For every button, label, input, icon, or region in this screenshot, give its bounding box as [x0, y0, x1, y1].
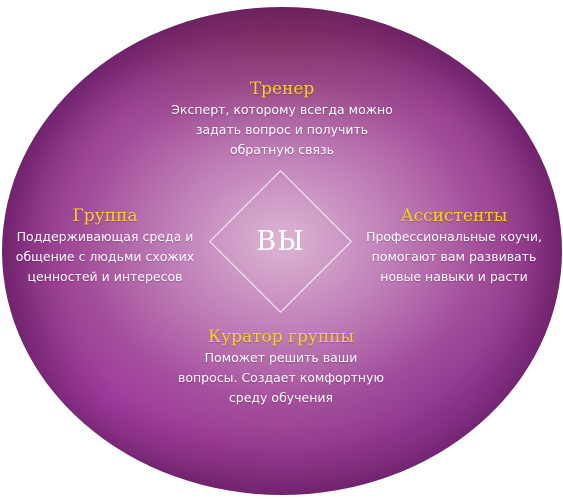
role-trainer: Тренер Эксперт, которому всегда можно за…	[150, 78, 414, 160]
role-title: Группа	[72, 206, 138, 226]
role-description-line: среду обучения	[228, 390, 334, 405]
role-group: Группа Поддерживающая среда и общение с …	[0, 205, 210, 287]
role-description-line: Эксперт, которому всегда можно	[171, 102, 393, 117]
role-assistants: Ассистенты Профессиональные коучи, помог…	[347, 205, 561, 287]
role-title: Ассистенты	[400, 206, 508, 226]
role-description-line: задать вопрос и получить	[195, 122, 369, 137]
role-group-curator: Куратор группы Поможет решить ваши вопро…	[146, 326, 416, 408]
role-description-line: новые навыки и расти	[380, 269, 528, 284]
role-description-line: Поддерживающая среда и	[16, 229, 194, 244]
role-description-line: общение с людьми схожих	[15, 249, 195, 264]
role-description-line: Профессиональные коучи,	[366, 229, 542, 244]
role-title: Тренер	[249, 79, 315, 99]
role-description-line: ценностей и интересов	[27, 269, 183, 284]
role-description-line: Поможет решить ваши	[204, 350, 358, 365]
role-description-line: обратную связь	[229, 142, 335, 157]
background-disc	[2, 7, 562, 495]
role-description-line: помогают вам развивать	[371, 249, 537, 264]
role-title: Куратор группы	[207, 327, 355, 347]
role-description-line: вопросы. Создает комфортную	[178, 370, 384, 385]
center-label: ВЫ	[256, 226, 305, 257]
